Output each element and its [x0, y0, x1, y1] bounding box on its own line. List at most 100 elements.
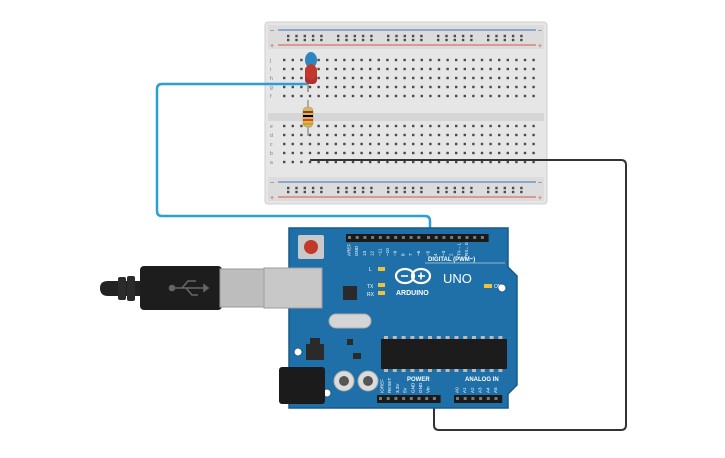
breadboard-hole[interactable]	[291, 76, 294, 80]
breadboard-hole[interactable]	[489, 142, 492, 146]
rail-hole[interactable]	[511, 186, 515, 190]
breadboard-hole[interactable]	[463, 151, 466, 155]
breadboard-hole[interactable]	[334, 151, 337, 155]
rail-hole[interactable]	[420, 190, 423, 194]
rail-hole[interactable]	[295, 34, 298, 38]
breadboard-hole[interactable]	[446, 160, 449, 164]
rail-hole[interactable]	[487, 34, 490, 38]
rail-hole[interactable]	[520, 34, 523, 38]
rail-hole[interactable]	[503, 186, 506, 190]
breadboard-hole[interactable]	[343, 94, 346, 98]
breadboard-hole[interactable]	[343, 85, 346, 89]
breadboard-hole[interactable]	[291, 160, 294, 164]
breadboard-hole[interactable]	[283, 85, 286, 89]
rail-hole[interactable]	[403, 190, 406, 194]
breadboard-hole[interactable]	[403, 124, 406, 128]
rail-hole[interactable]	[295, 38, 298, 42]
breadboard-hole[interactable]	[429, 142, 432, 146]
rail-hole[interactable]	[370, 186, 373, 190]
rail-hole[interactable]	[353, 38, 356, 42]
breadboard-hole[interactable]	[463, 67, 466, 71]
breadboard-hole[interactable]	[283, 151, 286, 155]
breadboard-hole[interactable]	[506, 160, 509, 164]
header-pin[interactable]	[417, 236, 421, 239]
breadboard-hole[interactable]	[472, 142, 475, 146]
rail-hole[interactable]	[303, 186, 306, 190]
rail-hole[interactable]	[395, 190, 398, 194]
breadboard-hole[interactable]	[480, 85, 484, 89]
breadboard-hole[interactable]	[455, 133, 458, 137]
breadboard-hole[interactable]	[412, 142, 415, 146]
breadboard-hole[interactable]	[360, 160, 363, 164]
breadboard-hole[interactable]	[446, 58, 449, 62]
rail-hole[interactable]	[353, 186, 356, 190]
breadboard-hole[interactable]	[429, 151, 432, 155]
header-pin[interactable]	[442, 236, 446, 239]
breadboard-hole[interactable]	[300, 142, 303, 146]
header-pin[interactable]	[386, 236, 390, 239]
breadboard-hole[interactable]	[532, 76, 535, 80]
breadboard-hole[interactable]	[506, 124, 509, 128]
breadboard-hole[interactable]	[360, 94, 363, 98]
breadboard-hole[interactable]	[515, 67, 518, 71]
breadboard-hole[interactable]	[523, 67, 527, 71]
breadboard-hole[interactable]	[523, 85, 527, 89]
breadboard-hole[interactable]	[489, 160, 492, 164]
breadboard-hole[interactable]	[403, 85, 406, 89]
breadboard-hole[interactable]	[420, 133, 423, 137]
rail-hole[interactable]	[387, 186, 390, 190]
breadboard-hole[interactable]	[489, 67, 492, 71]
rail-hole[interactable]	[445, 38, 448, 42]
breadboard-hole[interactable]	[291, 94, 294, 98]
breadboard-hole[interactable]	[515, 124, 518, 128]
breadboard-hole[interactable]	[394, 58, 398, 62]
breadboard-hole[interactable]	[360, 58, 363, 62]
breadboard-hole[interactable]	[515, 151, 518, 155]
rail-hole[interactable]	[437, 38, 440, 42]
breadboard-hole[interactable]	[300, 85, 303, 89]
breadboard-hole[interactable]	[412, 76, 415, 80]
rail-hole[interactable]	[437, 190, 440, 194]
breadboard-hole[interactable]	[463, 124, 466, 128]
breadboard-hole[interactable]	[351, 94, 355, 98]
breadboard-hole[interactable]	[377, 133, 380, 137]
rail-hole[interactable]	[470, 190, 473, 194]
breadboard-hole[interactable]	[291, 151, 294, 155]
breadboard-hole[interactable]	[498, 67, 501, 71]
breadboard-hole[interactable]	[291, 58, 294, 62]
rail-hole[interactable]	[361, 34, 365, 38]
breadboard-hole[interactable]	[523, 124, 527, 128]
breadboard-hole[interactable]	[283, 94, 286, 98]
breadboard-hole[interactable]	[515, 76, 518, 80]
breadboard-hole[interactable]	[472, 94, 475, 98]
breadboard-hole[interactable]	[334, 133, 337, 137]
breadboard-hole[interactable]	[300, 94, 303, 98]
header-pin[interactable]	[465, 236, 469, 239]
breadboard-hole[interactable]	[403, 76, 406, 80]
breadboard-hole[interactable]	[429, 85, 432, 89]
breadboard-hole[interactable]	[343, 133, 346, 137]
rail-hole[interactable]	[311, 38, 315, 42]
rail-hole[interactable]	[295, 190, 298, 194]
breadboard-hole[interactable]	[334, 85, 337, 89]
header-pin[interactable]	[463, 397, 467, 400]
breadboard-hole[interactable]	[480, 124, 484, 128]
header-pin[interactable]	[456, 397, 459, 400]
breadboard-hole[interactable]	[480, 58, 484, 62]
breadboard-hole[interactable]	[429, 94, 432, 98]
rail-hole[interactable]	[361, 186, 365, 190]
breadboard-hole[interactable]	[300, 58, 303, 62]
rail-hole[interactable]	[353, 34, 356, 38]
breadboard-hole[interactable]	[351, 142, 355, 146]
breadboard-hole[interactable]	[498, 124, 501, 128]
breadboard-hole[interactable]	[360, 124, 363, 128]
breadboard-hole[interactable]	[455, 142, 458, 146]
breadboard-hole[interactable]	[455, 58, 458, 62]
breadboard-hole[interactable]	[317, 76, 320, 80]
breadboard-hole[interactable]	[446, 133, 449, 137]
rail-hole[interactable]	[345, 34, 348, 38]
breadboard-hole[interactable]	[472, 67, 475, 71]
rail-hole[interactable]	[453, 34, 456, 38]
breadboard-hole[interactable]	[523, 142, 527, 146]
rail-hole[interactable]	[495, 190, 498, 194]
